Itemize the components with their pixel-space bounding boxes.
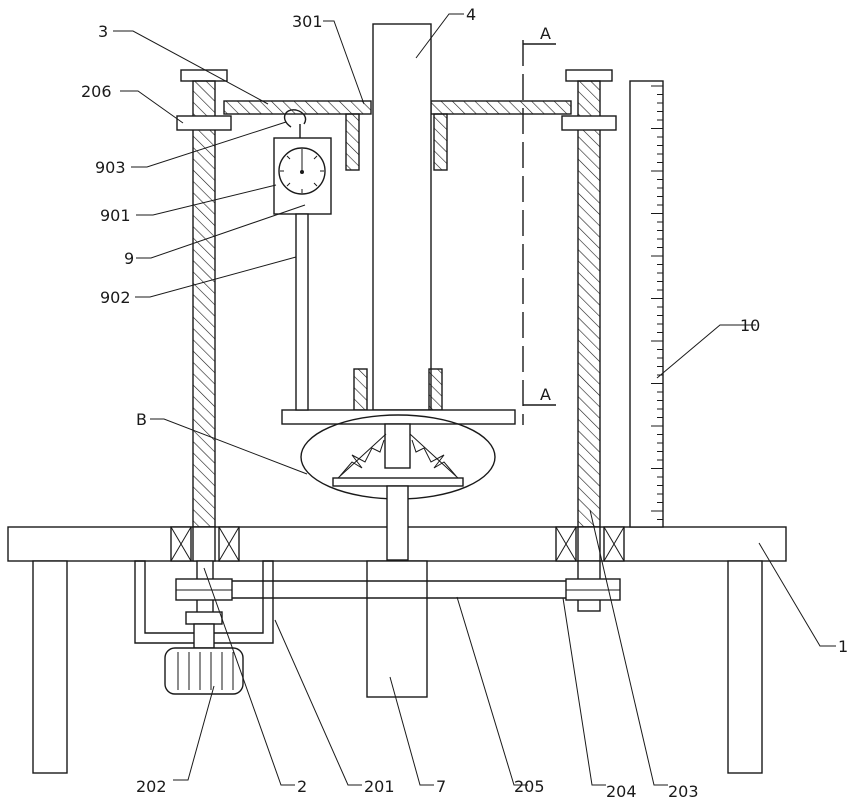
label-gauge-rod: 902 — [100, 288, 131, 307]
section-label-a-top: A — [540, 24, 551, 43]
force-gauge — [274, 110, 331, 410]
label-ruler: 10 — [740, 316, 760, 335]
label-motor: 202 — [136, 777, 167, 796]
label-bracket: 201 — [364, 777, 395, 796]
label-crossbeam: 3 — [98, 22, 108, 41]
label-gauge-hook: 903 — [95, 158, 126, 177]
label-detail-b: B — [136, 410, 147, 429]
section-label-a-bottom: A — [540, 385, 551, 404]
section-line-a: A A — [523, 24, 556, 425]
label-pulley: 204 — [606, 782, 637, 801]
label-press-column: 4 — [466, 5, 476, 24]
ruler — [630, 81, 663, 527]
label-force-gauge: 9 — [124, 249, 134, 268]
label-frame: 1 — [838, 637, 848, 656]
label-gauge-dial: 901 — [100, 206, 131, 225]
label-nut-block: 206 — [81, 82, 112, 101]
motor — [165, 612, 243, 694]
label-belt: 205 — [514, 777, 545, 796]
label-threaded-rod-right: 203 — [668, 782, 699, 801]
label-threaded-rod-left: 2 — [297, 777, 307, 796]
press-column — [282, 24, 515, 424]
label-crossbeam-hole: 301 — [292, 12, 323, 31]
label-base-column: 7 — [436, 777, 446, 796]
